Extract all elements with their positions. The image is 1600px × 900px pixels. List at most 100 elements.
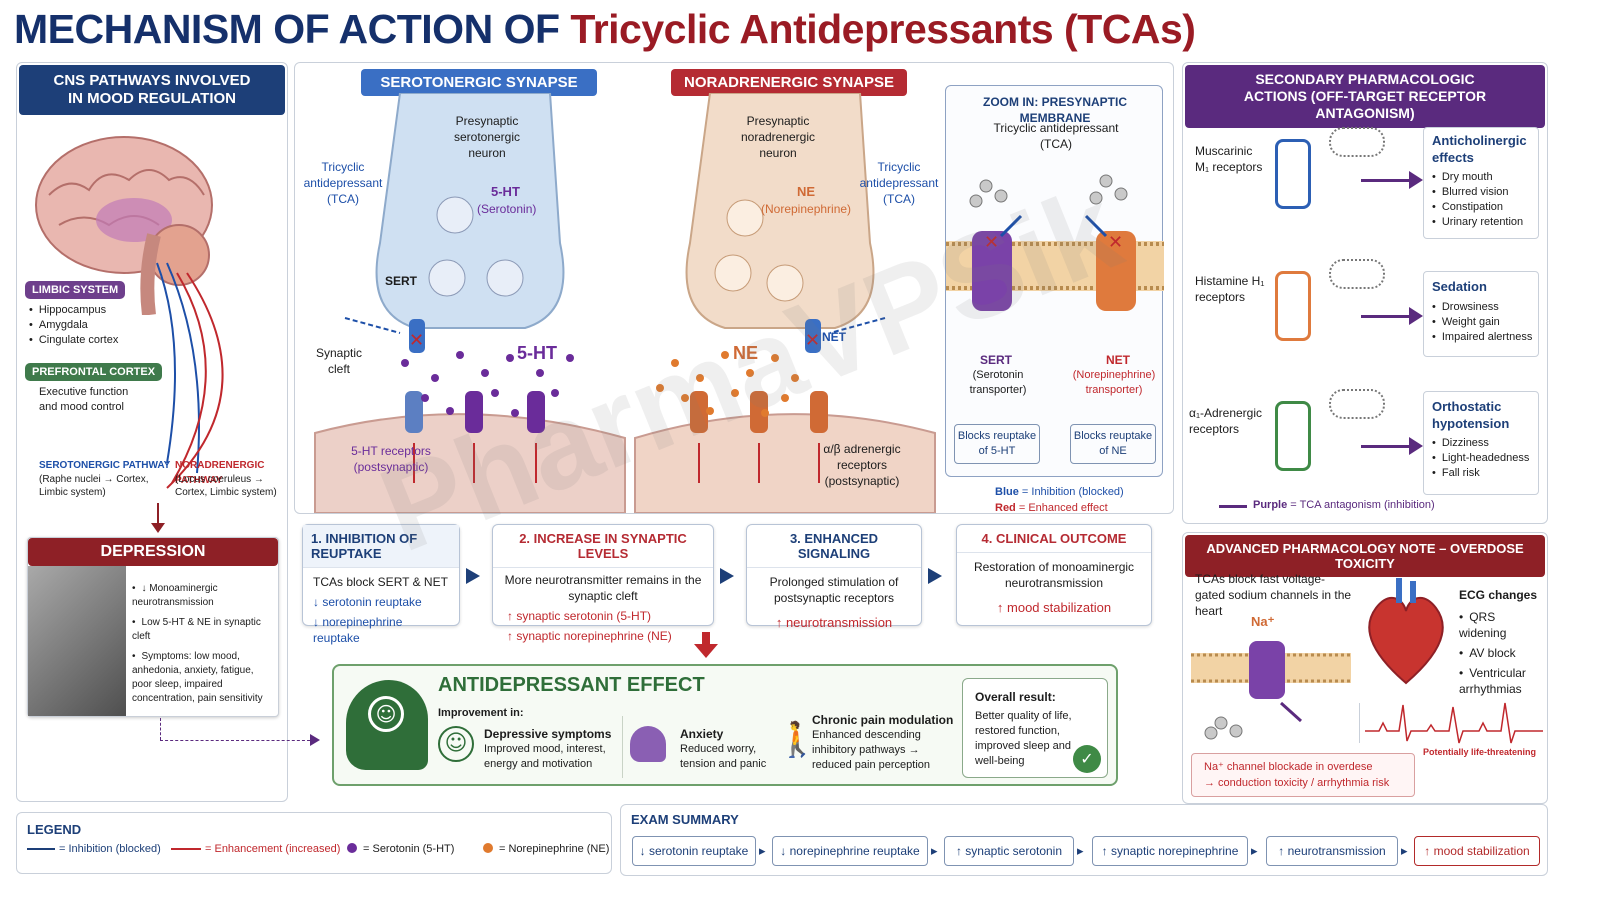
depression-photo: [28, 566, 126, 716]
nor-receptors-label: α/β adrenergic receptors (postsynaptic): [823, 442, 901, 488]
enhancement-line: [171, 848, 201, 850]
exam-chip-arrow: ▸: [1401, 843, 1408, 858]
effect-box: Anticholinergic effects Dry mouth Blurre…: [1423, 127, 1539, 239]
effect-item: Light-headedness: [1432, 451, 1529, 466]
prefrontal-text: Executive function and mood control: [39, 386, 129, 413]
effect-box: Orthostatic hypotension Dizziness Light-…: [1423, 391, 1539, 495]
step-card-2: 2. INCREASE IN SYNAPTIC LEVELS More neur…: [492, 524, 714, 643]
sero-pathway-text: (Raphe nuclei → Cortex, Limbic system): [39, 474, 149, 498]
brain-illustration: [35, 136, 213, 315]
overdose-panel: ADVANCED PHARMACOLOGY NOTE – OVERDOSE TO…: [1182, 532, 1548, 804]
effect-c2-title: Anxiety: [680, 727, 724, 741]
exam-chip: ↑ neurotransmission: [1266, 836, 1398, 866]
effect-name: Sedation: [1432, 279, 1487, 294]
overall-result-box: Overall result: Better quality of life, …: [962, 678, 1108, 778]
ecg-title: ECG changes: [1459, 588, 1538, 602]
depression-item: Low 5-HT & NE in synaptic cleft: [132, 616, 276, 644]
effect-c2-text: Reduced worry, tension and panic: [680, 743, 767, 770]
ecg-trace: [1365, 702, 1543, 744]
anxiety-head-icon: [630, 726, 666, 762]
key-red-word: Red: [995, 502, 1016, 514]
effect-items: Dizziness Light-headedness Fall risk: [1432, 436, 1529, 481]
step-line: ↑ synaptic serotonin (5-HT): [507, 609, 652, 623]
ecg-items: QRS widening AV block Ventricular arrhyt…: [1459, 609, 1545, 697]
nor-synapse-header: NORADRENERGIC SYNAPSE: [671, 69, 907, 96]
antagonism-arrow-head: [1409, 171, 1423, 189]
depression-box: DEPRESSION ↓ Monoaminergic neurotransmis…: [27, 537, 279, 717]
step-line: ↓ serotonin reuptake: [313, 595, 422, 609]
step-line: ↑ neurotransmission: [775, 615, 893, 630]
antagonism-arrow: [1361, 179, 1411, 182]
key-blue-text: = Inhibition (blocked): [1021, 486, 1124, 498]
cleft-ne-label: NE: [733, 343, 759, 363]
zoom-header: ZOOM IN: PRESYNAPTIC MEMBRANE: [982, 95, 1127, 125]
step-title: 3. ENHANCED SIGNALING: [747, 525, 921, 568]
sero-neuron-label: Presynaptic serotonergic neuron: [453, 114, 521, 160]
nor-vesicle-sub: (Norepinephrine): [761, 202, 852, 216]
exam-summary-panel: EXAM SUMMARY: [620, 804, 1548, 876]
zoom-membrane: ✕ ✕: [946, 174, 1164, 311]
nor-neuron-label: Presynaptic noradrenergic neuron: [740, 114, 816, 160]
dashed-arrow-head: [310, 734, 320, 746]
legend-panel: LEGEND = Inhibition (blocked) = Enhancem…: [16, 812, 612, 874]
antagonism-arrow-head: [1409, 307, 1423, 325]
net-label: NET: [822, 330, 846, 344]
effect-title: ANTIDEPRESSANT EFFECT: [438, 674, 705, 696]
step-card-1: 1. INHIBITION OF REUPTAKE TCAs block SER…: [302, 524, 460, 645]
legend-inhibition: = Inhibition (blocked): [59, 843, 161, 855]
step-arrow: [466, 568, 480, 584]
limbic-item: Cingulate cortex: [29, 333, 159, 348]
title-part-1: MECHANISM OF ACTION OF: [14, 6, 560, 52]
nor-pathway-label: NORADRENERGIC PATHWAY: [175, 460, 265, 486]
effect-items: Drowsiness Weight gain Impaired alertnes…: [1432, 300, 1533, 345]
limbic-item: Hippocampus: [29, 303, 159, 318]
overdose-text: TCAs block fast voltage-gated sodium cha…: [1195, 572, 1352, 618]
blockade-line-2: → conduction toxicity / arrhythmia risk: [1204, 777, 1390, 789]
nor-pathway-text: (Locus coeruleus → Cortex, Limbic system…: [175, 474, 277, 498]
antagonism-arrow-head: [1409, 437, 1423, 455]
zoom-net-label: NET: [1106, 353, 1130, 367]
purple-key-line: [1219, 505, 1247, 508]
step-card-4: 4. CLINICAL OUTCOME Restoration of monoa…: [956, 524, 1152, 626]
step-title: 1. INHIBITION OF REUPTAKE: [303, 525, 459, 568]
step-line: Prolonged stimulation of postsynaptic re…: [769, 575, 899, 605]
step-line: ↑ synaptic norepinephrine (NE): [507, 629, 672, 643]
exam-chip-final: ↑ mood stabilization: [1414, 836, 1540, 866]
effect-item: Impaired alertness: [1432, 330, 1533, 345]
blockade-line-1: Na⁺ channel blockade in overdese: [1204, 761, 1373, 773]
svg-text:✕: ✕: [1108, 232, 1123, 253]
effect-c1-text: Improved mood, interest, energy and moti…: [484, 743, 606, 770]
exam-chip: ↓ norepinephrine reuptake: [772, 836, 928, 866]
ecg-divider: [1359, 703, 1360, 743]
effect-name: Anticholinergic effects: [1432, 133, 1527, 165]
depression-item: Symptoms: low mood, anhedonia, anxiety, …: [132, 650, 276, 706]
synapse-illustration: ✕ ✕: [314, 93, 936, 513]
page-title: MECHANISM OF ACTION OF Tricyclic Antidep…: [14, 6, 1196, 53]
step-line: ↓ norepinephrine reuptake: [313, 615, 403, 645]
step-line: TCAs block SERT & NET: [313, 575, 448, 589]
muscarinic-receptor-icon: [1275, 139, 1311, 209]
step-arrow: [928, 568, 942, 584]
block-net-box: Blocks reuptake of NE: [1070, 424, 1156, 464]
cns-header: CNS PATHWAYS INVOLVED IN MOOD REGULATION: [19, 65, 285, 115]
key-red-text: = Enhanced effect: [1018, 502, 1108, 514]
receptor-label: Muscarinic M₁ receptors: [1195, 144, 1263, 174]
dashed-connector: [160, 718, 161, 740]
zoom-sert-label: SERT: [980, 353, 1013, 367]
depression-items: ↓ Monoaminergic neurotransmission Low 5-…: [132, 582, 276, 706]
purple-key-word: Purple: [1253, 499, 1288, 511]
sero-vesicle-sub: (Serotonin): [477, 202, 537, 216]
effect-box: Sedation Drowsiness Weight gain Impaired…: [1423, 271, 1539, 357]
zoom-net-sub: (Norepinephrine) transporter): [1072, 369, 1156, 396]
sero-receptors-label: 5-HT receptors (postsynaptic): [351, 444, 431, 474]
exam-chip: ↑ synaptic serotonin: [944, 836, 1074, 866]
dashed-connector: [160, 740, 310, 741]
zoom-key-red: Red = Enhanced effect: [995, 501, 1108, 516]
svg-text:✕: ✕: [805, 330, 820, 351]
depression-item: ↓ Monoaminergic neurotransmission: [132, 582, 276, 610]
legend-enhancement: = Enhancement (increased): [205, 843, 341, 855]
effect-item: Dizziness: [1432, 436, 1529, 451]
nor-vesicle-label: NE: [797, 184, 816, 199]
exam-chip-arrow: ▸: [759, 843, 766, 858]
synaptic-cleft-label: Synaptic cleft: [315, 346, 363, 376]
